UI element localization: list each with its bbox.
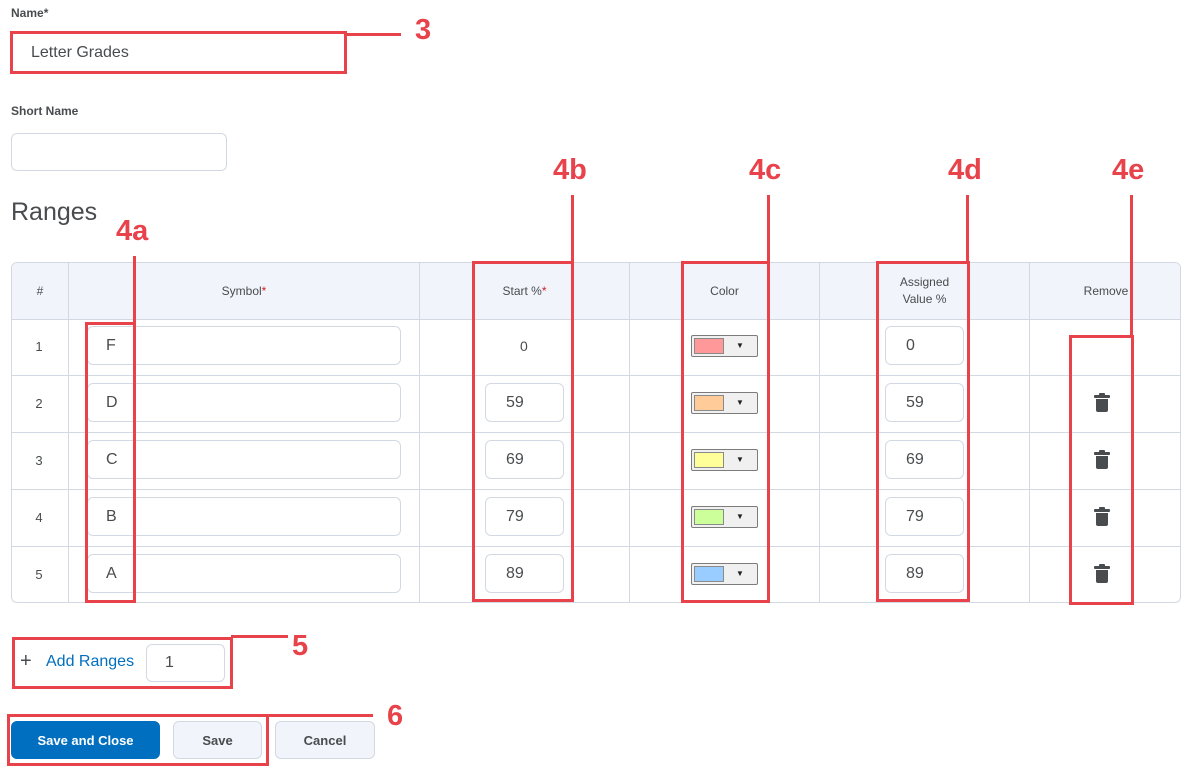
annotation-box-4b <box>472 261 574 602</box>
color-picker[interactable]: ▼ <box>691 506 758 528</box>
col-header-number: # <box>36 283 44 298</box>
color-swatch <box>694 566 724 582</box>
annotation-label-3: 3 <box>415 14 432 46</box>
annotation-label-4a: 4a <box>116 215 149 247</box>
annotation-label-4c: 4c <box>749 154 782 186</box>
annotation-box-4c <box>681 261 770 603</box>
trash-icon[interactable] <box>1094 393 1110 413</box>
name-input[interactable] <box>13 34 344 71</box>
save-and-close-button[interactable]: Save and Close <box>11 721 160 759</box>
start-percent-input[interactable] <box>485 440 564 479</box>
annotation-line-4d <box>966 195 969 263</box>
symbol-input[interactable] <box>87 326 401 365</box>
cancel-button[interactable]: Cancel <box>275 721 375 759</box>
color-picker[interactable]: ▼ <box>691 392 758 414</box>
annotation-box-6 <box>7 714 269 766</box>
trash-icon[interactable] <box>1094 564 1110 584</box>
annotation-line-6 <box>267 714 373 717</box>
row-number: 4 <box>35 510 43 525</box>
annotation-label-5: 5 <box>292 630 309 662</box>
col-header-color: Color <box>710 283 739 298</box>
annotation-line-3 <box>345 33 401 36</box>
symbol-input[interactable] <box>87 440 401 479</box>
assigned-value-input[interactable] <box>885 440 964 479</box>
annotation-line-5 <box>231 635 288 638</box>
assigned-value-input[interactable] <box>885 497 964 536</box>
assigned-value-input[interactable] <box>885 326 964 365</box>
annotation-label-4e: 4e <box>1112 154 1145 186</box>
caret-down-icon: ▼ <box>736 341 744 350</box>
color-picker[interactable]: ▼ <box>691 563 758 585</box>
start-percent-value: 0 <box>520 338 528 354</box>
assigned-value-input[interactable] <box>885 554 964 593</box>
annotation-label-4d: 4d <box>948 154 982 186</box>
color-swatch <box>694 452 724 468</box>
caret-down-icon: ▼ <box>736 455 744 464</box>
col-header-symbol: Symbol* <box>221 283 267 298</box>
annotation-line-4c <box>767 195 770 263</box>
annotation-line-4e <box>1130 195 1133 337</box>
row-number: 1 <box>35 339 43 354</box>
name-label: Name* <box>11 6 49 20</box>
annotation-box-4e <box>1069 335 1134 605</box>
trash-icon[interactable] <box>1094 507 1110 527</box>
table-header <box>12 263 1180 320</box>
annotation-box-3 <box>10 31 347 74</box>
symbol-input[interactable] <box>87 554 401 593</box>
short-name-label: Short Name <box>11 104 79 118</box>
caret-down-icon: ▼ <box>736 512 744 521</box>
annotation-label-4b: 4b <box>553 154 587 186</box>
color-swatch <box>694 509 724 525</box>
annotation-box-4d <box>876 261 970 602</box>
start-percent-input[interactable] <box>485 554 564 593</box>
add-ranges-link[interactable]: Add Ranges <box>46 653 135 670</box>
annotation-box-5 <box>12 637 233 689</box>
color-picker[interactable]: ▼ <box>691 335 758 357</box>
annotation-line-4b <box>571 195 574 263</box>
short-name-input[interactable] <box>11 133 227 171</box>
row-number: 5 <box>35 567 43 582</box>
name-required-mark: * <box>43 6 49 20</box>
save-button[interactable]: Save <box>173 721 262 759</box>
annotation-label-6: 6 <box>387 700 404 732</box>
color-picker[interactable]: ▼ <box>691 449 758 471</box>
add-ranges-count-input[interactable] <box>146 644 225 682</box>
plus-icon[interactable]: + <box>20 650 32 672</box>
col-header-remove: Remove <box>1083 283 1129 298</box>
caret-down-icon: ▼ <box>736 569 744 578</box>
assigned-value-input[interactable] <box>885 383 964 422</box>
ranges-heading: Ranges <box>11 198 98 226</box>
symbol-input[interactable] <box>87 383 401 422</box>
start-percent-input[interactable] <box>485 497 564 536</box>
color-swatch <box>694 395 724 411</box>
caret-down-icon: ▼ <box>736 398 744 407</box>
trash-icon[interactable] <box>1094 450 1110 470</box>
col-header-start: Start %* <box>502 283 547 298</box>
annotation-box-4a <box>85 322 136 603</box>
start-percent-input[interactable] <box>485 383 564 422</box>
row-number: 3 <box>35 453 43 468</box>
annotation-line-4a <box>133 256 136 324</box>
color-swatch <box>694 338 724 354</box>
symbol-input[interactable] <box>87 497 401 536</box>
row-number: 2 <box>35 396 43 411</box>
